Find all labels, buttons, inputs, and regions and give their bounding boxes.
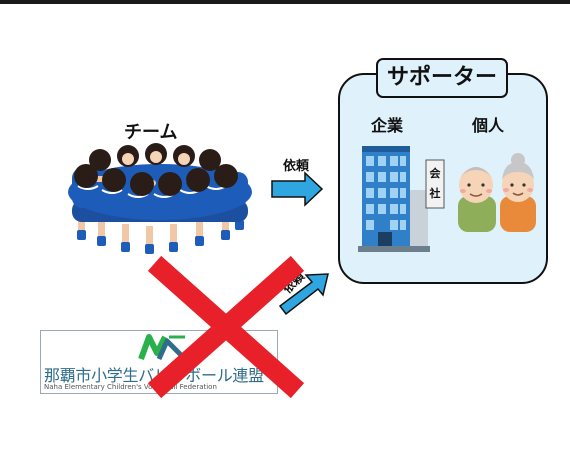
elderly-man-icon — [458, 167, 496, 232]
federation-name: 那覇市小学生バレーボール連盟 — [44, 366, 264, 385]
request-label-team: 依頼 — [283, 159, 310, 174]
request-arrow-team — [271, 171, 324, 207]
building-sign-char-2: 社 — [429, 186, 441, 200]
elderly-woman-icon — [500, 153, 536, 232]
office-building-icon: 会 社 — [358, 146, 445, 252]
federation-logo-mark — [138, 334, 185, 361]
supporter-title: サポーター — [376, 58, 508, 98]
building-sign-char-1: 会 — [430, 166, 442, 180]
company-label: 企業 — [371, 116, 404, 135]
team-label: チーム — [124, 122, 178, 143]
individual-label: 個人 — [472, 116, 505, 135]
request-arrow-federation — [278, 273, 329, 316]
top-border — [0, 0, 570, 4]
federation-english-name: Naha Elementary Children's Volleyball Fe… — [44, 383, 217, 391]
team-huddle-illustration — [68, 143, 252, 254]
